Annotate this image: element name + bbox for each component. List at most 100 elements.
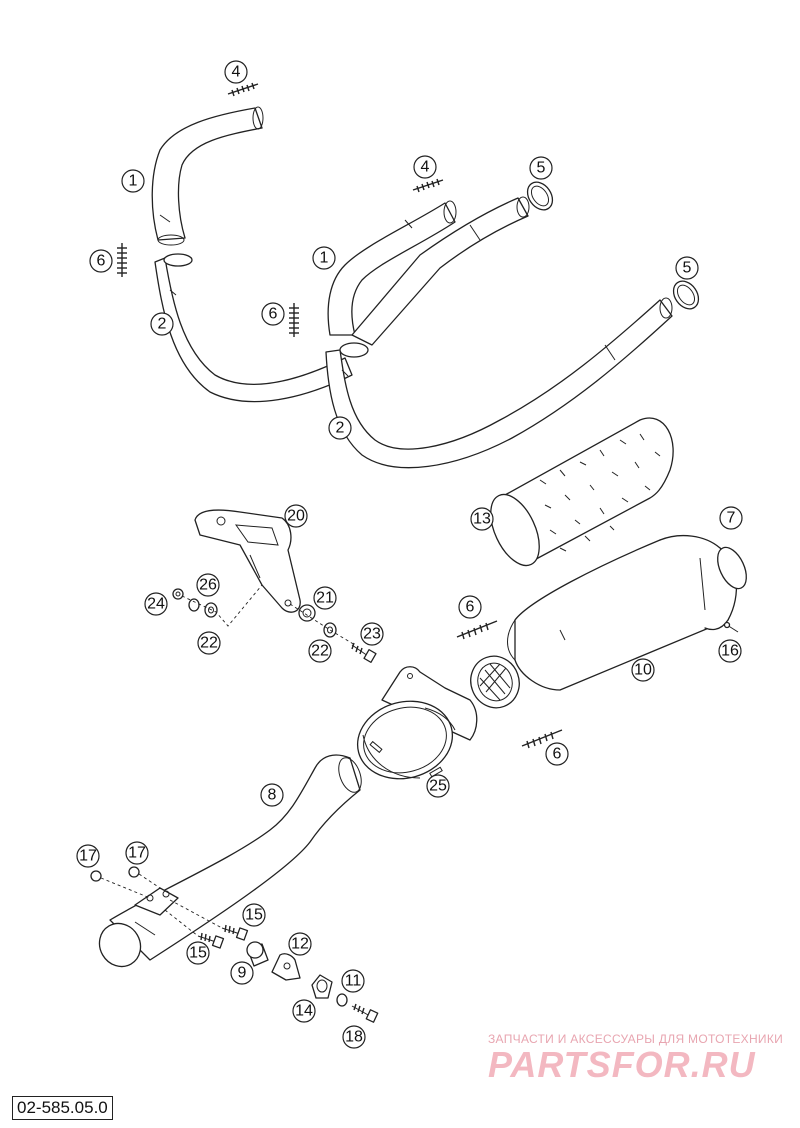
svg-text:14: 14 (295, 1003, 313, 1020)
callout-15-upper: 15 (242, 903, 266, 927)
svg-text:16: 16 (721, 643, 739, 660)
nut-17-right[interactable] (128, 866, 140, 878)
svg-text:20: 20 (287, 508, 305, 525)
callout-24: 24 (144, 592, 168, 616)
nut-24[interactable] (172, 588, 184, 600)
rubber-mount-14[interactable] (311, 974, 333, 999)
svg-text:26: 26 (199, 577, 217, 594)
washer-22-right[interactable] (323, 622, 337, 638)
svg-text:22: 22 (311, 643, 329, 660)
svg-text:11: 11 (345, 973, 362, 990)
callout-23: 23 (360, 622, 384, 646)
svg-text:4: 4 (421, 159, 430, 176)
svg-text:17: 17 (128, 845, 146, 862)
svg-text:8: 8 (268, 787, 277, 804)
callout-4-top: 4 (224, 60, 248, 84)
callout-2-right: 2 (328, 416, 352, 440)
callout-1-left: 1 (121, 169, 145, 193)
callout-1-right: 1 (312, 246, 336, 270)
clamp-5-upper[interactable] (522, 177, 557, 214)
spring-4-middle[interactable] (412, 178, 444, 193)
callout-15-lower: 15 (186, 941, 210, 965)
spring-6-middle[interactable] (289, 303, 299, 337)
bolt-15-upper[interactable] (221, 924, 249, 941)
silencer-bracket-20[interactable] (194, 509, 301, 613)
bracket-12[interactable] (271, 953, 301, 981)
callout-11: 11 (341, 969, 365, 993)
svg-text:2: 2 (158, 316, 167, 333)
svg-text:6: 6 (269, 306, 278, 323)
pipe-mount-tab[interactable] (134, 887, 179, 916)
svg-text:25: 25 (429, 778, 447, 795)
svg-text:15: 15 (189, 945, 207, 962)
bolt-15-lower[interactable] (197, 932, 225, 949)
header-pipe-1-right[interactable] (327, 200, 457, 336)
svg-text:1: 1 (320, 250, 329, 267)
spring-6-left[interactable] (117, 243, 127, 277)
callout-22-right: 22 (308, 639, 332, 663)
washer-26[interactable] (188, 598, 200, 612)
svg-text:9: 9 (238, 965, 247, 982)
callout-25: 25 (426, 774, 450, 798)
callout-14: 14 (292, 999, 316, 1023)
callout-10: 10 (631, 658, 655, 682)
callout-12: 12 (288, 932, 312, 956)
screw-16[interactable] (723, 621, 739, 633)
watermark-logo: PARTSFOR.RU (488, 1044, 756, 1085)
svg-text:10: 10 (634, 662, 652, 679)
rear-pipe-8[interactable] (92, 754, 366, 974)
svg-text:13: 13 (473, 511, 491, 528)
nut-17-left[interactable] (90, 870, 102, 882)
callout-13: 13 (470, 507, 494, 531)
header-pipe-2-left[interactable] (154, 253, 353, 403)
callout-20: 20 (284, 504, 308, 528)
svg-text:15: 15 (245, 907, 263, 924)
leader-nuts-17 (100, 873, 161, 899)
spring-6-silencer-upper[interactable] (456, 620, 498, 640)
callout-2-left: 2 (150, 312, 174, 336)
silencer-insulation-13[interactable] (481, 417, 674, 573)
svg-text:6: 6 (466, 599, 475, 616)
header-pipe-1-left[interactable] (151, 106, 264, 246)
callout-6-middle: 6 (261, 302, 285, 326)
leader-bolts-15 (164, 899, 223, 937)
svg-text:18: 18 (345, 1029, 363, 1046)
callout-4-middle: 4 (413, 155, 437, 179)
bolt-23[interactable] (351, 642, 377, 663)
rubber-mount-21[interactable] (298, 604, 316, 622)
callout-22-left: 22 (197, 631, 221, 655)
clamp-sleeve-25[interactable] (349, 666, 478, 789)
header-pipe-2-right[interactable] (325, 297, 673, 469)
spacer-9[interactable] (246, 941, 269, 967)
callout-16: 16 (718, 639, 742, 663)
callout-21: 21 (313, 586, 337, 610)
svg-text:6: 6 (97, 253, 106, 270)
callout-5-upper: 5 (529, 156, 553, 180)
bolt-18[interactable] (351, 1003, 379, 1023)
drawing-code: 02-585.05.0 (12, 1096, 113, 1120)
svg-text:5: 5 (683, 260, 692, 277)
callout-5-lower: 5 (675, 256, 699, 280)
svg-text:4: 4 (232, 64, 241, 81)
callout-17-left: 17 (76, 844, 100, 868)
svg-text:12: 12 (291, 936, 309, 953)
washer-22-left[interactable] (204, 602, 218, 618)
collector-pipe-upper[interactable] (351, 196, 530, 346)
callout-9: 9 (230, 961, 254, 985)
silencer-10[interactable] (507, 534, 753, 691)
spring-6-silencer-lower[interactable] (521, 729, 563, 749)
svg-text:21: 21 (316, 590, 334, 607)
silencer-end-cap-screen[interactable] (464, 649, 527, 714)
svg-text:24: 24 (147, 596, 165, 613)
svg-text:22: 22 (200, 635, 218, 652)
callout-6-silencer-upper: 6 (458, 595, 482, 619)
svg-text:6: 6 (553, 746, 562, 763)
clamp-5-lower[interactable] (668, 276, 703, 313)
svg-text:17: 17 (79, 848, 97, 865)
spring-4-top[interactable] (227, 82, 259, 97)
callout-6-left: 6 (89, 249, 113, 273)
svg-text:5: 5 (537, 160, 546, 177)
watermark-subtitle: ЗАПЧАСТИ И АКСЕССУАРЫ ДЛЯ МОТОТЕХНИКИ (488, 1032, 784, 1046)
leader-bracket-left (181, 584, 263, 627)
washer-11[interactable] (336, 993, 348, 1007)
